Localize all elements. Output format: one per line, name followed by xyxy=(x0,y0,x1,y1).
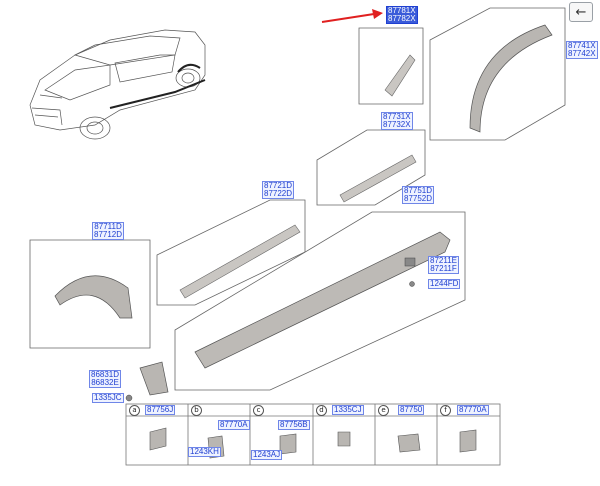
fastener-icons xyxy=(125,257,416,402)
callout-87731[interactable]: 87731X 87732X xyxy=(381,112,413,130)
part-87731-molding xyxy=(339,154,417,203)
clip-a-icon xyxy=(149,427,167,451)
callout-87751[interactable]: 87751D 87752D xyxy=(402,186,435,204)
legend-sub-c[interactable]: 1243AJ xyxy=(251,450,283,460)
callout-87721[interactable]: 87721D 87722D xyxy=(262,181,295,199)
back-button[interactable]: ← xyxy=(569,2,593,22)
part-87721-molding xyxy=(179,224,301,299)
part-86831-mudguard xyxy=(139,361,169,396)
legend-part-d[interactable]: 1335CJ xyxy=(332,405,364,415)
clip-e-icon xyxy=(397,433,421,453)
legend-part-a[interactable]: 87756J xyxy=(145,405,176,415)
legend-part-c[interactable]: 87756B xyxy=(278,420,310,430)
callout-87211[interactable]: 87211E 87211F xyxy=(428,256,459,274)
clip-c-icon xyxy=(279,433,297,455)
clip-d-icon xyxy=(337,431,351,447)
arrow-left-icon: ← xyxy=(575,4,587,20)
callout-1335[interactable]: 1335JC xyxy=(92,393,124,403)
legend-part-f[interactable]: 87770A xyxy=(457,405,489,415)
vehicle-highlight-rocker xyxy=(109,79,206,109)
panel-87731 xyxy=(316,129,426,206)
legend-table-grid xyxy=(125,403,501,466)
legend-letter-e: e xyxy=(378,405,389,416)
red-arrow-indicator xyxy=(321,9,383,23)
part-87711-arch xyxy=(54,275,133,319)
part-87741-arch xyxy=(469,24,553,133)
panel-87781 xyxy=(358,27,424,105)
callout-87711[interactable]: 87711D 87712D xyxy=(92,222,125,240)
callout-87741[interactable]: 87741X 87742X xyxy=(566,41,598,59)
part-87751-sill xyxy=(194,231,451,369)
clip-f-icon xyxy=(459,429,477,453)
legend-letter-f: f xyxy=(440,405,451,416)
legend-sub-b[interactable]: 1243KH xyxy=(188,447,221,457)
callout-86831[interactable]: 86831D 86832E xyxy=(89,370,122,388)
legend-letter-a: a xyxy=(129,405,140,416)
legend-part-b[interactable]: 87770A xyxy=(218,420,250,430)
vehicle-illustration xyxy=(29,29,206,140)
vehicle-highlight-fender xyxy=(177,63,201,73)
legend-letter-d: d xyxy=(316,405,327,416)
legend-part-e[interactable]: 87750 xyxy=(398,405,425,415)
part-87781-molding xyxy=(384,54,416,97)
legend-letter-c: c xyxy=(253,405,264,416)
legend-letter-b: b xyxy=(191,405,202,416)
callout-1244[interactable]: 1244FD xyxy=(428,279,461,289)
callout-87781[interactable]: 87781X 87782X xyxy=(386,6,418,24)
